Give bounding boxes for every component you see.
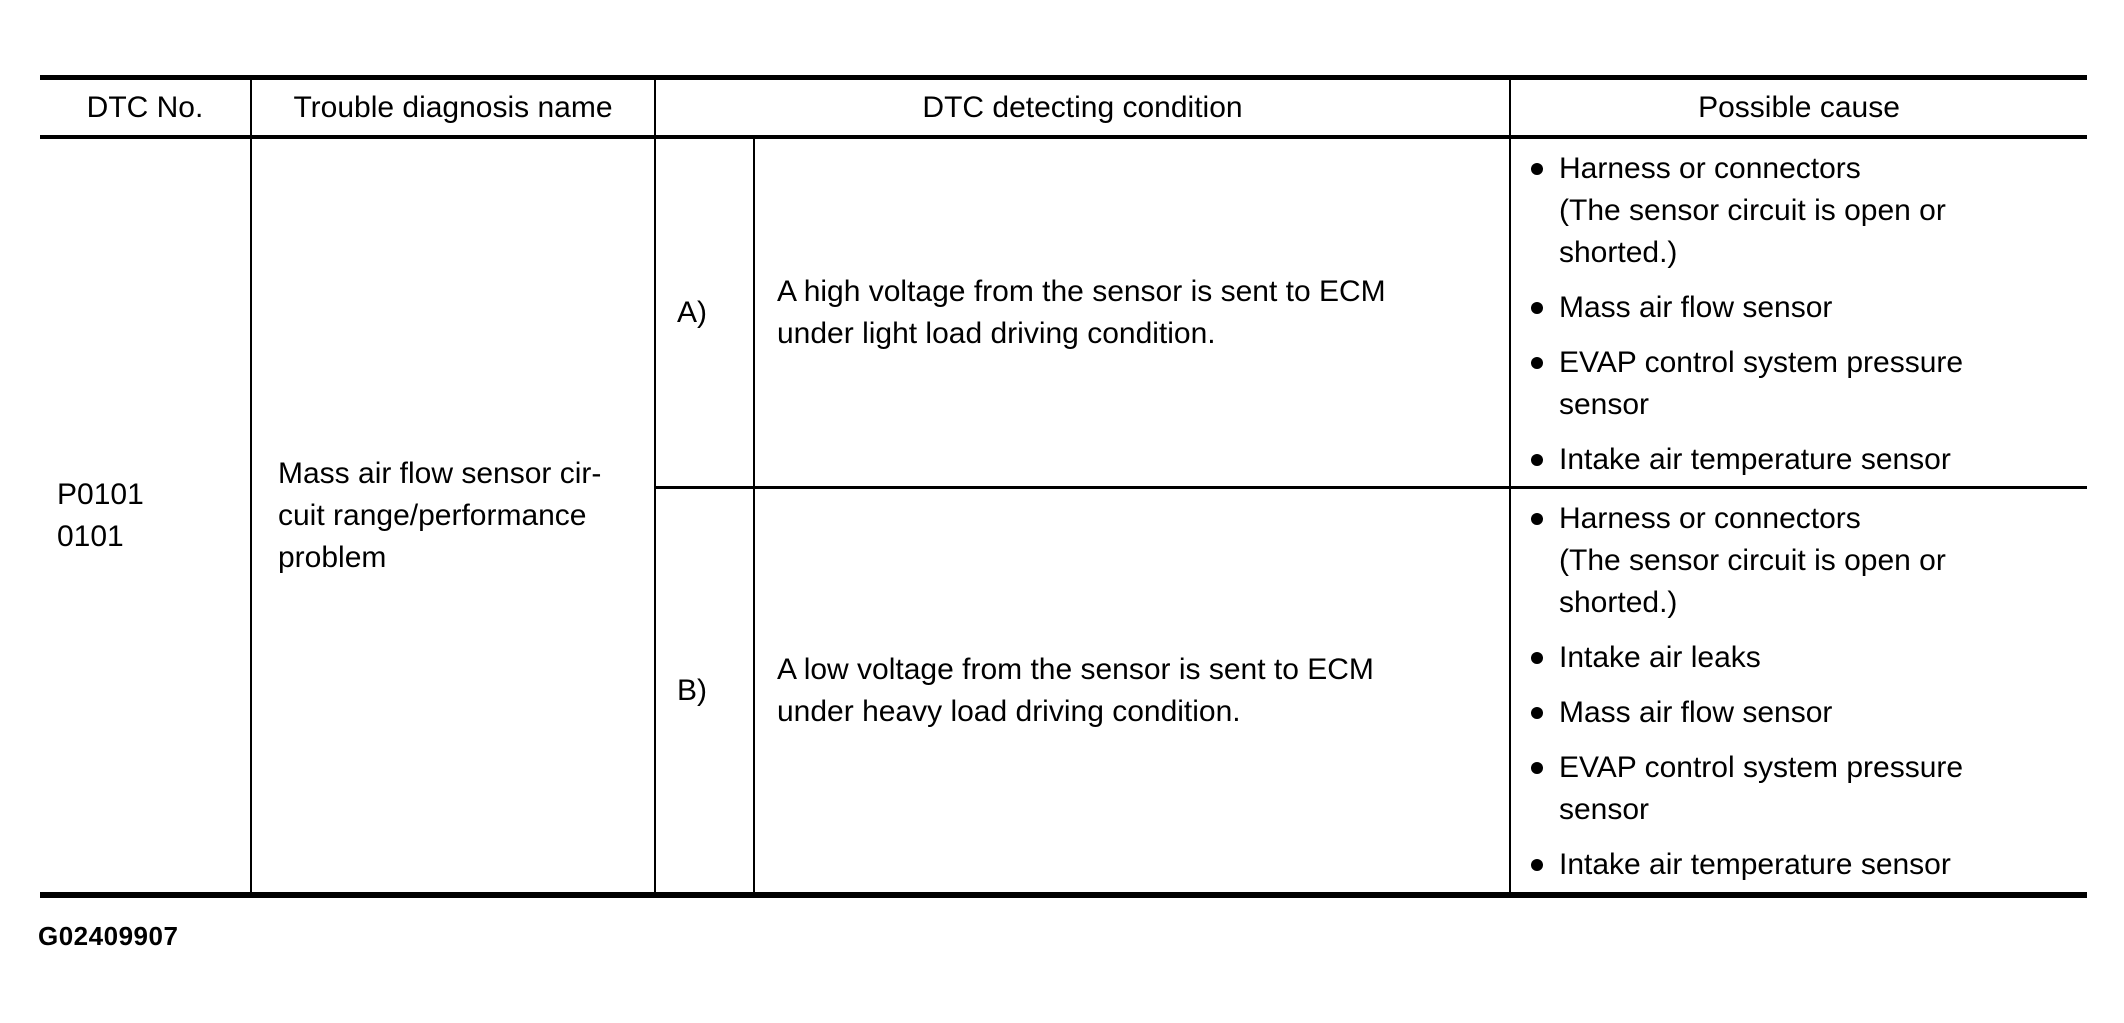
bullet-icon (1531, 707, 1543, 719)
cause-a-item: Intake air temperature sensor (1531, 439, 2077, 481)
condition-b-text: A low voltage from the sensor is sent to… (777, 652, 1374, 728)
cause-b-text: Harness or connectors (The sensor circui… (1559, 502, 1946, 619)
bullet-icon (1531, 302, 1543, 314)
header-possible-cause: Possible cause (1511, 80, 2087, 139)
cause-a-item: EVAP control system pressure sensor (1531, 342, 2077, 426)
header-trouble-name-label: Trouble diagnosis name (293, 90, 613, 124)
cause-b-text: Intake air temperature sensor (1559, 848, 1951, 881)
cause-a-item: Mass air flow sensor (1531, 287, 2077, 329)
header-trouble-name: Trouble diagnosis name (252, 80, 656, 139)
dtc-table: DTC No. Trouble diagnosis name DTC detec… (40, 75, 2087, 898)
cause-a-text: Intake air temperature sensor (1559, 443, 1951, 476)
cell-condition-a-text: A high voltage from the sensor is sent t… (755, 139, 1511, 489)
bullet-icon (1531, 859, 1543, 871)
cause-b-text: Mass air flow sensor (1559, 696, 1833, 729)
cell-dtc-number: P0101 0101 (40, 139, 252, 892)
bullet-icon (1531, 454, 1543, 466)
header-possible-cause-label: Possible cause (1698, 90, 1900, 124)
header-detecting-condition-label: DTC detecting condition (922, 90, 1243, 124)
cell-trouble-name: Mass air flow sensor cir- cuit range/per… (252, 139, 656, 892)
trouble-name-text: Mass air flow sensor cir- cuit range/per… (278, 456, 602, 574)
cause-a-text: Mass air flow sensor (1559, 291, 1833, 324)
cell-condition-b-text: A low voltage from the sensor is sent to… (755, 489, 1511, 892)
cause-b-text: EVAP control system pressure sensor (1559, 751, 1964, 826)
cause-a-item: Harness or connectors (The sensor circui… (1531, 148, 2077, 274)
figure-id-label: G02409907 (38, 921, 179, 951)
cell-condition-a-label: A) (656, 139, 755, 489)
cell-possible-cause-a: Harness or connectors (The sensor circui… (1511, 139, 2087, 489)
cause-a-text: EVAP control system pressure sensor (1559, 346, 1964, 421)
cause-a-text: Harness or connectors (The sensor circui… (1559, 152, 1946, 269)
cause-b-item: Intake air temperature sensor (1531, 844, 2077, 886)
bullet-icon (1531, 513, 1543, 525)
cell-condition-b-label: B) (656, 489, 755, 892)
header-detecting-condition: DTC detecting condition (656, 80, 1511, 139)
bullet-icon (1531, 163, 1543, 175)
header-dtc-no: DTC No. (40, 80, 252, 139)
condition-b-label: B) (677, 673, 707, 707)
bullet-icon (1531, 357, 1543, 369)
condition-a-label: A) (677, 295, 707, 329)
bullet-icon (1531, 762, 1543, 774)
cause-b-item: EVAP control system pressure sensor (1531, 747, 2077, 831)
header-dtc-no-label: DTC No. (86, 90, 204, 124)
cell-possible-cause-b: Harness or connectors (The sensor circui… (1511, 489, 2087, 892)
cause-b-text: Intake air leaks (1559, 641, 1761, 674)
dtc-number-text: P0101 0101 (57, 477, 144, 553)
cause-b-item: Intake air leaks (1531, 637, 2077, 679)
cause-b-item: Harness or connectors (The sensor circui… (1531, 498, 2077, 624)
bullet-icon (1531, 652, 1543, 664)
condition-a-text: A high voltage from the sensor is sent t… (777, 274, 1386, 350)
cause-b-item: Mass air flow sensor (1531, 692, 2077, 734)
